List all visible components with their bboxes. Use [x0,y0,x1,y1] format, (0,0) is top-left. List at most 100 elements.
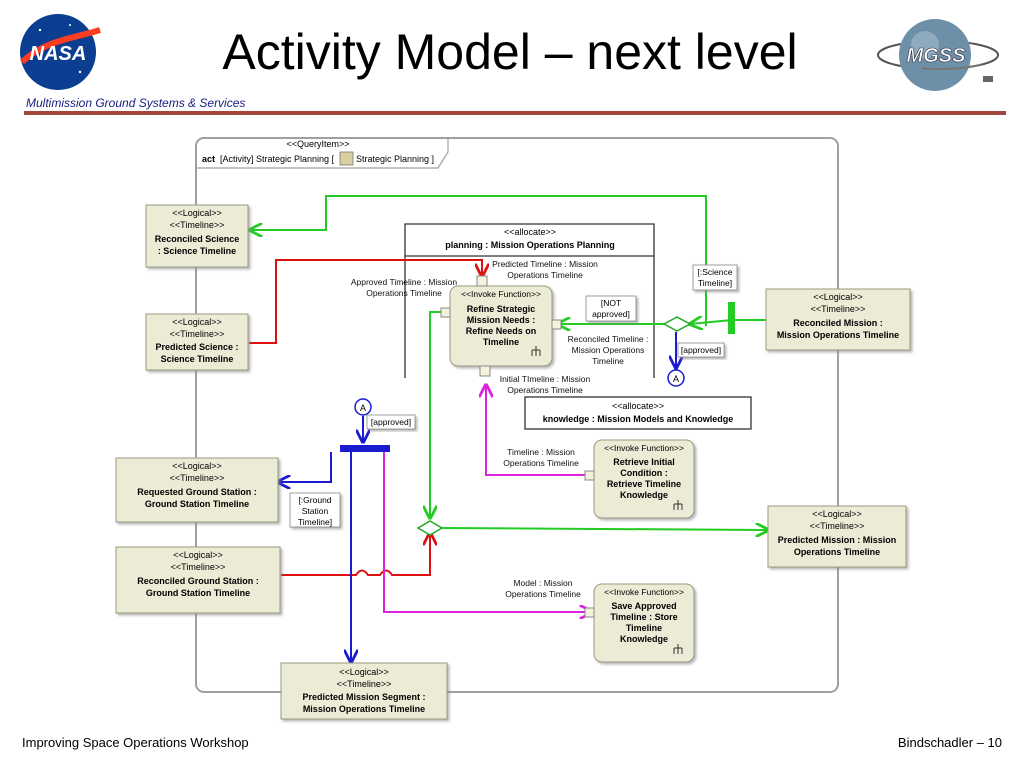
function-save-approved: <<Invoke Function>> Save Approved Timeli… [584,583,695,663]
mgss-logo-text: MGSS [907,45,967,67]
box-reconciled-ground-station: <<Logical>> <<Timeline>> Reconciled Grou… [115,546,281,614]
allocate-partition-knowledge: <<allocate>> knowledge : Mission Models … [524,396,752,430]
box-predicted-mission: <<Logical>> <<Timeline>> Predicted Missi… [767,505,907,568]
slide-title: Activity Model – next level [222,24,798,80]
stereotype-timeline: <<Timeline>> [337,679,392,689]
box-name-1: Reconciled Science [155,234,240,244]
pin-label: Approved Timeline : Mission [351,277,458,287]
box-reconciled-science: <<Logical>> <<Timeline>> Reconciled Scie… [145,204,249,268]
function-line: Mission Needs : [467,315,536,325]
guard-ground-station: [:Ground Station Timeline] [289,492,341,528]
function-line: Knowledge [620,634,668,644]
stereotype-timeline: <<Timeline>> [810,521,865,531]
title-rule [24,111,1006,115]
blue-fork-bar [340,445,390,452]
pin-label: Predicted Timeline : Mission [492,259,598,269]
magenta-flows [383,385,594,612]
pin-label: Operations Timeline [507,385,583,395]
guard-text: approved] [592,309,630,319]
pin-label: Operations Timeline [366,288,442,298]
guard-approved-right: [approved] [677,342,725,358]
box-name-1: Reconciled Mission : [793,318,883,328]
function-line: Timeline [483,337,519,347]
guard-text: Station [302,506,329,516]
stereotype-timeline: <<Timeline>> [170,329,225,339]
function-stereotype: <<Invoke Function>> [604,587,684,597]
footer-left: Improving Space Operations Workshop [22,735,249,750]
rake-icon [531,346,541,356]
blue-flows [278,332,676,662]
pin-label: Operations Timeline [507,270,583,280]
function-stereotype: <<Invoke Function>> [461,289,541,299]
stereotype-logical: <<Logical>> [172,208,222,218]
input-pin [440,307,451,318]
function-line: Refine Strategic [467,304,536,314]
box-name-2: Ground Station Timeline [145,499,249,509]
activity-frame [195,137,839,693]
stereotype-logical: <<Logical>> [813,292,863,302]
allocate1-stereotype: <<allocate>> [504,227,556,237]
guard-not-approved: [NOT approved] [585,295,637,322]
stereotype-logical: <<Logical>> [173,550,223,560]
footer-right: Bindschadler – 10 [897,735,1002,750]
allocate-partition-planning: <<allocate>> planning : Mission Operatio… [404,223,655,378]
pin-label: Operations Timeline [503,458,579,468]
green-fork-bar [728,302,735,334]
allocate2-stereotype: <<allocate>> [612,401,664,411]
stereotype-logical: <<Logical>> [172,317,222,327]
function-refine-needs: <<Invoke Function>> Refine Strategic Mis… [440,275,562,377]
merge-node [416,520,444,536]
guard-science-timeline: [:Science Timeline] [692,264,738,291]
frame-title: [Activity] Strategic Planning [ [220,154,335,164]
function-line: Timeline [626,623,662,633]
pin-labels: Approved Timeline : Mission Operations T… [351,259,649,599]
box-name-2: : Science Timeline [158,246,236,256]
guard-text: [:Ground [298,495,331,505]
box-name-2: Mission Operations Timeline [777,330,899,340]
pin-label: Operations Timeline [505,589,581,599]
function-line: Condition : [620,468,667,478]
stereotype-logical: <<Logical>> [172,461,222,471]
box-name-2: Ground Station Timeline [146,588,250,598]
stereotype-timeline: <<Timeline>> [170,220,225,230]
function-line: Save Approved [611,601,676,611]
mgss-logo: MGSS [877,19,999,91]
guard-text: [NOT [601,298,621,308]
pin-label: Timeline : Mission [507,447,575,457]
function-line: Retrieve Timeline [607,479,681,489]
box-name-1: Predicted Mission Segment : [302,692,425,702]
stereotype-timeline: <<Timeline>> [170,473,225,483]
pin-label: Initial TImeline : Mission [500,374,591,384]
decision-node [662,316,692,332]
guard-text: [approved] [371,417,411,427]
box-requested-ground-station: <<Logical>> <<Timeline>> Requested Groun… [115,457,279,523]
pin-label: Reconciled Timeline : [568,334,649,344]
connector-a-right-label: A [673,374,679,384]
stereotype-logical: <<Logical>> [812,509,862,519]
red-flows [249,259,482,576]
function-line: Timeline : Store [610,612,677,622]
box-reconciled-mission: <<Logical>> <<Timeline>> Reconciled Miss… [765,288,911,351]
box-name-2: Mission Operations Timeline [303,704,425,714]
stereotype-timeline: <<Timeline>> [811,304,866,314]
function-line: Refine Needs on [466,326,537,336]
rake-icon [673,644,683,654]
connector-a-top [354,398,372,416]
input-pin [476,275,488,287]
guard-text: Timeline] [698,278,732,288]
stereotype-logical: <<Logical>> [339,667,389,677]
guard-text: Timeline] [298,517,332,527]
frame-title-2: Strategic Planning ] [356,154,434,164]
function-line: Retrieve Initial [613,457,675,467]
connector-a-right [667,369,685,387]
box-name-1: Predicted Mission : Mission [778,535,897,545]
green-flows [250,195,768,530]
box-predicted-mission-segment: <<Logical>> <<Timeline>> Predicted Missi… [280,662,448,720]
function-retrieve-initial: <<Invoke Function>> Retrieve Initial Con… [584,439,695,519]
guard-text: [approved] [681,345,721,355]
input-pin [479,365,491,377]
connector-a-top-label: A [360,403,366,413]
guard-approved-left: [approved] [366,414,416,430]
pin-label: Model : Mission [513,578,572,588]
